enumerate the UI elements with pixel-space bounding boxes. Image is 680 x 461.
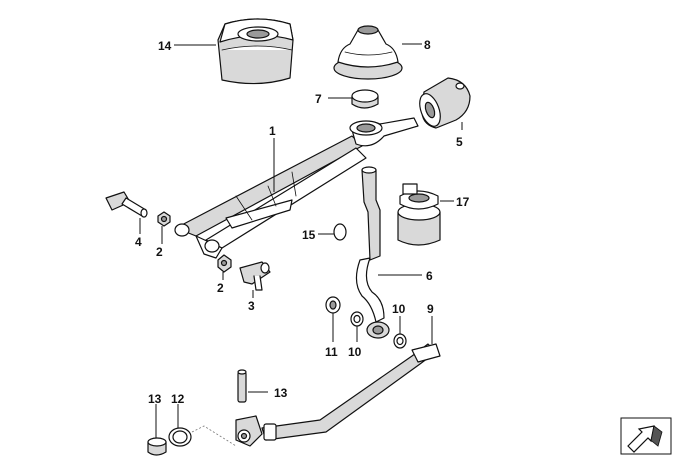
callout-2b: 2 <box>217 281 224 295</box>
callout-11: 11 <box>325 345 338 359</box>
callout-15: 15 <box>302 228 316 242</box>
callout-labels: 14 8 7 5 1 17 15 6 4 2 2 3 11 10 10 9 13… <box>135 38 470 406</box>
part-7-bushing <box>351 89 379 109</box>
assembly-dashed-line <box>191 425 237 447</box>
part-9-rod-joint <box>235 415 263 447</box>
callout-8: 8 <box>424 38 431 52</box>
callout-6: 6 <box>426 269 433 283</box>
part-6-shift-rod <box>355 166 390 339</box>
callout-4: 4 <box>135 235 142 249</box>
callout-10a: 10 <box>348 345 362 359</box>
callout-2a: 2 <box>156 245 163 259</box>
callout-10b: 10 <box>392 302 406 316</box>
diagonal-arrow-icon <box>620 417 672 455</box>
part-10-washer-a <box>350 311 364 327</box>
callout-1: 1 <box>269 124 276 138</box>
part-9-selector-rod <box>261 343 441 441</box>
leader-lines <box>139 43 463 438</box>
callout-16: 14 <box>158 39 172 53</box>
part-1-shift-frame <box>174 117 419 259</box>
part-2-nut-b <box>217 254 232 273</box>
callout-17: 17 <box>456 195 470 209</box>
part-4-pin <box>105 191 148 218</box>
part-10-washer-b <box>393 333 407 349</box>
callout-12: 12 <box>171 392 185 406</box>
part-13-bushing <box>147 437 167 456</box>
part-11-washer <box>325 296 341 314</box>
part-14-roll-pin <box>237 369 247 403</box>
part-3-bracket <box>239 261 271 291</box>
callout-5: 5 <box>456 135 463 149</box>
part-16-cover <box>217 18 294 85</box>
callout-9: 9 <box>427 302 434 316</box>
part-8-rubber-boot <box>333 25 403 80</box>
part-12-ring <box>168 427 192 447</box>
part-15-oring <box>333 223 347 241</box>
callout-3: 3 <box>248 299 255 313</box>
part-17-bearing-clamp <box>397 183 441 246</box>
part-2-nut-a <box>157 211 171 227</box>
callout-7: 7 <box>315 92 322 106</box>
part-5-sleeve <box>419 77 471 129</box>
callout-14: 13 <box>274 386 288 400</box>
callout-13: 13 <box>148 392 162 406</box>
